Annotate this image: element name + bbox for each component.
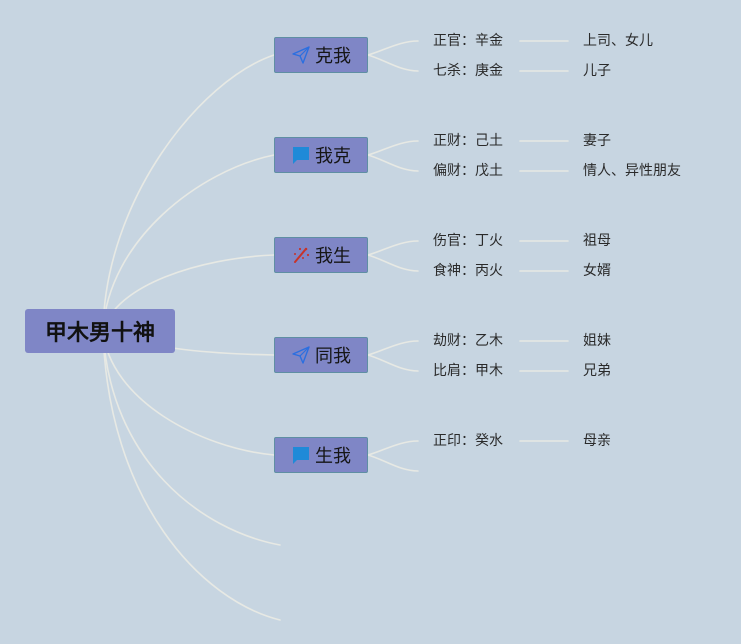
relation-label: 姐妹	[583, 333, 611, 349]
relation-label: 情人、异性朋友	[583, 163, 681, 179]
ten-god-label: 正印：癸水	[433, 433, 503, 449]
branch-node-sheng-wo[interactable]: 生我	[274, 437, 368, 473]
branch-label: 生我	[315, 446, 351, 467]
relation-label: 女婿	[583, 263, 611, 279]
root-node[interactable]: 甲木男十神	[25, 309, 175, 353]
branch-label: 克我	[315, 46, 351, 67]
relation-label: 母亲	[583, 433, 611, 449]
ten-god-label: 比肩：甲木	[433, 363, 503, 379]
relation-label: 儿子	[583, 63, 611, 79]
branch-node-wo-ke[interactable]: 我克	[274, 137, 368, 173]
branch-label: 同我	[315, 346, 351, 367]
fireworks-icon	[291, 245, 311, 265]
relation-label: 兄弟	[583, 363, 611, 379]
relation-label: 上司、女儿	[583, 33, 653, 49]
flag-icon	[291, 445, 311, 465]
flag-icon	[291, 145, 311, 165]
paper-plane-icon	[291, 345, 311, 365]
relation-label: 祖母	[583, 233, 611, 249]
ten-god-label: 伤官：丁火	[433, 233, 503, 249]
ten-god-label: 食神：丙火	[433, 263, 503, 279]
root-title: 甲木男十神	[44, 321, 155, 346]
ten-god-label: 偏财：戊土	[433, 163, 503, 179]
ten-god-label: 正财：己土	[433, 133, 503, 149]
branch-label: 我生	[315, 246, 351, 267]
ten-god-label: 七杀：庚金	[433, 63, 503, 79]
ten-god-label: 正官：辛金	[433, 33, 503, 49]
relation-label: 妻子	[583, 133, 611, 149]
paper-plane-icon	[291, 45, 311, 65]
branch-node-ke-wo[interactable]: 克我	[274, 37, 368, 73]
branch-node-wo-sheng[interactable]: 我生	[274, 237, 368, 273]
branch-label: 我克	[315, 146, 351, 167]
branch-node-tong-wo[interactable]: 同我	[274, 337, 368, 373]
ten-god-label: 劫财：乙木	[433, 333, 503, 349]
